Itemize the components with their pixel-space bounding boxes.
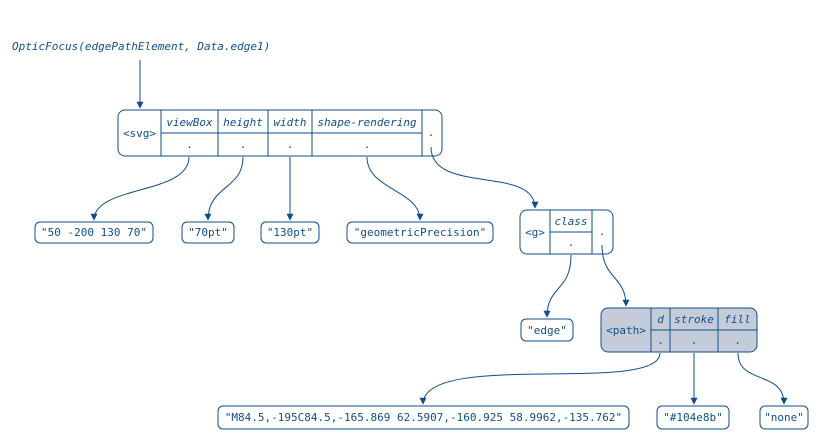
field-fill: fill (724, 313, 751, 326)
value-d-text: "M84.5,-195C84.5,-165.869 62.5907,-160.9… (225, 411, 622, 424)
edge-d (419, 352, 661, 405)
edge-shape-rendering (366, 156, 424, 221)
value-stroke-text: "#104e8b" (663, 411, 723, 424)
value-height-node: "70pt" (181, 221, 235, 244)
g-record-node: <g> class . . (519, 209, 614, 255)
g-tag-label: <g> (525, 226, 545, 239)
field-viewbox: viewBox (166, 116, 213, 129)
path-tag-label: <path> (606, 324, 646, 337)
edge-class (543, 254, 572, 318)
value-class-node: "edge" (520, 318, 574, 342)
svg-tag-label: <svg> (123, 127, 156, 140)
value-fill-text: "none" (764, 411, 804, 424)
edge-height (204, 156, 244, 221)
port-height: . (240, 138, 247, 151)
edge-svg-to-g (430, 146, 539, 209)
value-fill-node: "none" (759, 405, 809, 430)
field-stroke: stroke (674, 313, 714, 326)
port-d: . (657, 334, 664, 347)
value-height-text: "70pt" (188, 226, 228, 239)
value-width-node: "130pt" (260, 221, 320, 244)
field-width: width (273, 116, 306, 129)
value-stroke-node: "#104e8b" (656, 405, 730, 430)
edge-fill (737, 352, 788, 405)
port-fill: . (734, 334, 741, 347)
value-shape-rendering-node: "geometricPrecision" (346, 221, 494, 244)
field-class: class (554, 215, 587, 228)
field-height: height (223, 116, 263, 129)
field-d: d (657, 313, 664, 326)
port-shape-rendering: . (364, 138, 371, 151)
port-class: . (568, 236, 575, 249)
value-viewbox-node: "50 -200 130 70" (34, 221, 154, 244)
edge-viewbox (90, 156, 190, 221)
port-svg-children: . (428, 126, 435, 139)
optic-focus-label: OpticFocus(edgePathElement, Data.edge1) (12, 40, 270, 53)
port-viewbox: . (186, 138, 193, 151)
port-stroke: . (691, 334, 698, 347)
port-g-children: . (599, 225, 606, 238)
path-record-node: <path> d stroke fill . . . (600, 307, 758, 353)
value-class-text: "edge" (527, 324, 567, 337)
value-width-text: "130pt" (267, 226, 313, 239)
field-shape-rendering: shape-rendering (317, 116, 417, 129)
value-d-node: "M84.5,-195C84.5,-165.869 62.5907,-160.9… (217, 405, 630, 430)
value-shape-rendering-text: "geometricPrecision" (354, 226, 486, 239)
edge-g-to-path (601, 244, 630, 307)
port-width: . (287, 138, 294, 151)
svg-record-node: <svg> viewBox height width shape-renderi… (117, 109, 443, 157)
value-viewbox-text: "50 -200 130 70" (41, 226, 147, 239)
